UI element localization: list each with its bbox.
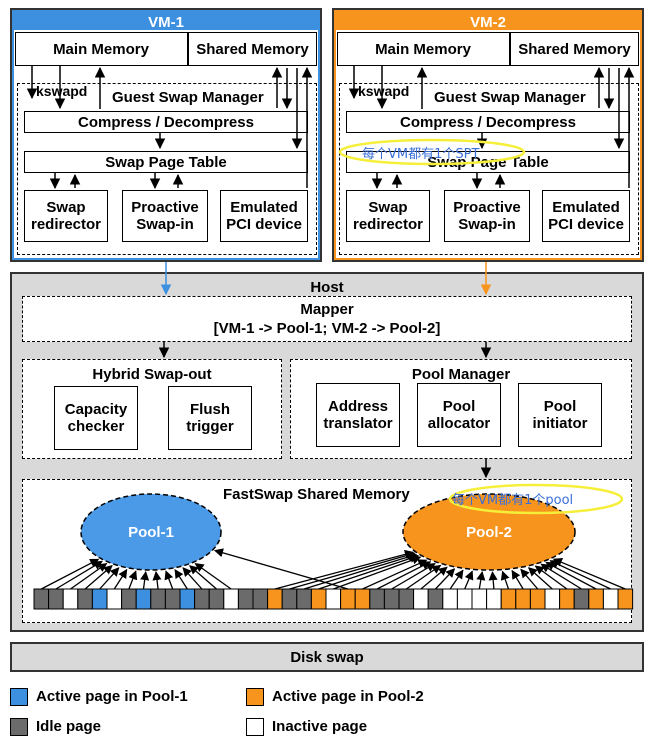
vm2-proactive-l2: Swap-in	[458, 216, 516, 233]
mapper-title: Mapper	[300, 301, 354, 318]
vm1-memory-bar	[15, 32, 317, 66]
capacity-checker-l2: checker	[67, 418, 125, 435]
vm1-guest-swap-manager-label: Guest Swap Manager	[112, 89, 264, 106]
vm1-swap-page-table: Swap Page Table	[24, 151, 308, 173]
address-translator-l1: Address	[327, 398, 389, 415]
vm1-swap-redirector: Swap redirector	[24, 190, 108, 242]
vm1-memory-divider	[187, 32, 189, 66]
legend-swatch-active-pool1	[10, 688, 28, 706]
vm2-compress-box: Compress / Decompress	[346, 111, 630, 133]
vm2-memory-divider	[509, 32, 511, 66]
vm2-proactive-l1: Proactive	[453, 199, 521, 216]
pool-allocator-l1: Pool	[442, 398, 476, 415]
address-translator: Address translator	[316, 383, 400, 447]
vm1-proactive-l1: Proactive	[131, 199, 199, 216]
pool-allocator-l2: allocator	[427, 415, 491, 432]
vm2-emulated-pci: Emulated PCI device	[542, 190, 630, 242]
vm2-swap-redirector-l2: redirector	[352, 216, 424, 233]
vm2-main-memory: Main Memory	[375, 40, 471, 58]
vm2-memory-bar	[337, 32, 639, 66]
vm1-pci-l1: Emulated	[230, 199, 298, 216]
legend-inactive: Inactive page	[272, 718, 368, 735]
vm2-shared-memory: Shared Memory	[518, 40, 631, 58]
pool-initiator: Pool initiator	[518, 383, 602, 447]
vm2-swap-redirector-l1: Swap	[368, 199, 408, 216]
host-title: Host	[310, 278, 344, 296]
legend-swatch-idle	[10, 718, 28, 736]
flush-trigger: Flush trigger	[168, 386, 252, 450]
legend-active-pool2: Active page in Pool-2	[272, 688, 424, 705]
vm1-main-memory: Main Memory	[53, 40, 149, 58]
vm1-compress-box: Compress / Decompress	[24, 111, 308, 133]
capacity-checker: Capacity checker	[54, 386, 138, 450]
vm1-proactive-swapin: Proactive Swap-in	[122, 190, 208, 242]
fastswap-shared-memory-title: FastSwap Shared Memory	[223, 486, 410, 503]
vm1-swap-redirector-l2: redirector	[30, 216, 102, 233]
disk-swap: Disk swap	[10, 642, 644, 672]
vm2-pci-l2: PCI device	[548, 216, 624, 233]
pool-initiator-l1: Pool	[543, 398, 577, 415]
pool-allocator: Pool allocator	[417, 383, 501, 447]
vm1-proactive-l2: Swap-in	[136, 216, 194, 233]
legend-swatch-active-pool2	[246, 688, 264, 706]
flush-trigger-l2: trigger	[186, 418, 234, 435]
address-translator-l2: translator	[323, 415, 393, 432]
vm2-guest-swap-manager-label: Guest Swap Manager	[434, 89, 586, 106]
mapper-mapping: [VM-1 -> Pool-1; VM-2 -> Pool-2]	[213, 320, 441, 337]
mapper-box: Mapper [VM-1 -> Pool-1; VM-2 -> Pool-2]	[22, 296, 632, 342]
vm1-swap-redirector-l1: Swap	[46, 199, 86, 216]
vm1-kswapd: kswapd	[36, 83, 88, 99]
vm1-title: VM-1	[148, 13, 184, 31]
pool-initiator-l2: initiator	[532, 415, 588, 432]
hybrid-swapout-title: Hybrid Swap-out	[92, 365, 212, 383]
vm1-shared-memory: Shared Memory	[196, 40, 309, 58]
capacity-checker-l1: Capacity	[64, 401, 128, 418]
vm1-emulated-pci: Emulated PCI device	[220, 190, 308, 242]
vm2-swap-page-table: Swap Page Table	[346, 151, 630, 173]
vm2-swap-redirector: Swap redirector	[346, 190, 430, 242]
pool-manager-title: Pool Manager	[411, 365, 511, 383]
legend-idle: Idle page	[36, 718, 102, 735]
vm2-proactive-swapin: Proactive Swap-in	[444, 190, 530, 242]
flush-trigger-l1: Flush	[190, 401, 230, 418]
legend-swatch-inactive	[246, 718, 264, 736]
vm2-title: VM-2	[470, 13, 506, 31]
legend-active-pool1: Active page in Pool-1	[36, 688, 188, 705]
vm2-kswapd: kswapd	[358, 83, 410, 99]
vm2-pci-l1: Emulated	[552, 199, 620, 216]
vm1-pci-l2: PCI device	[226, 216, 302, 233]
